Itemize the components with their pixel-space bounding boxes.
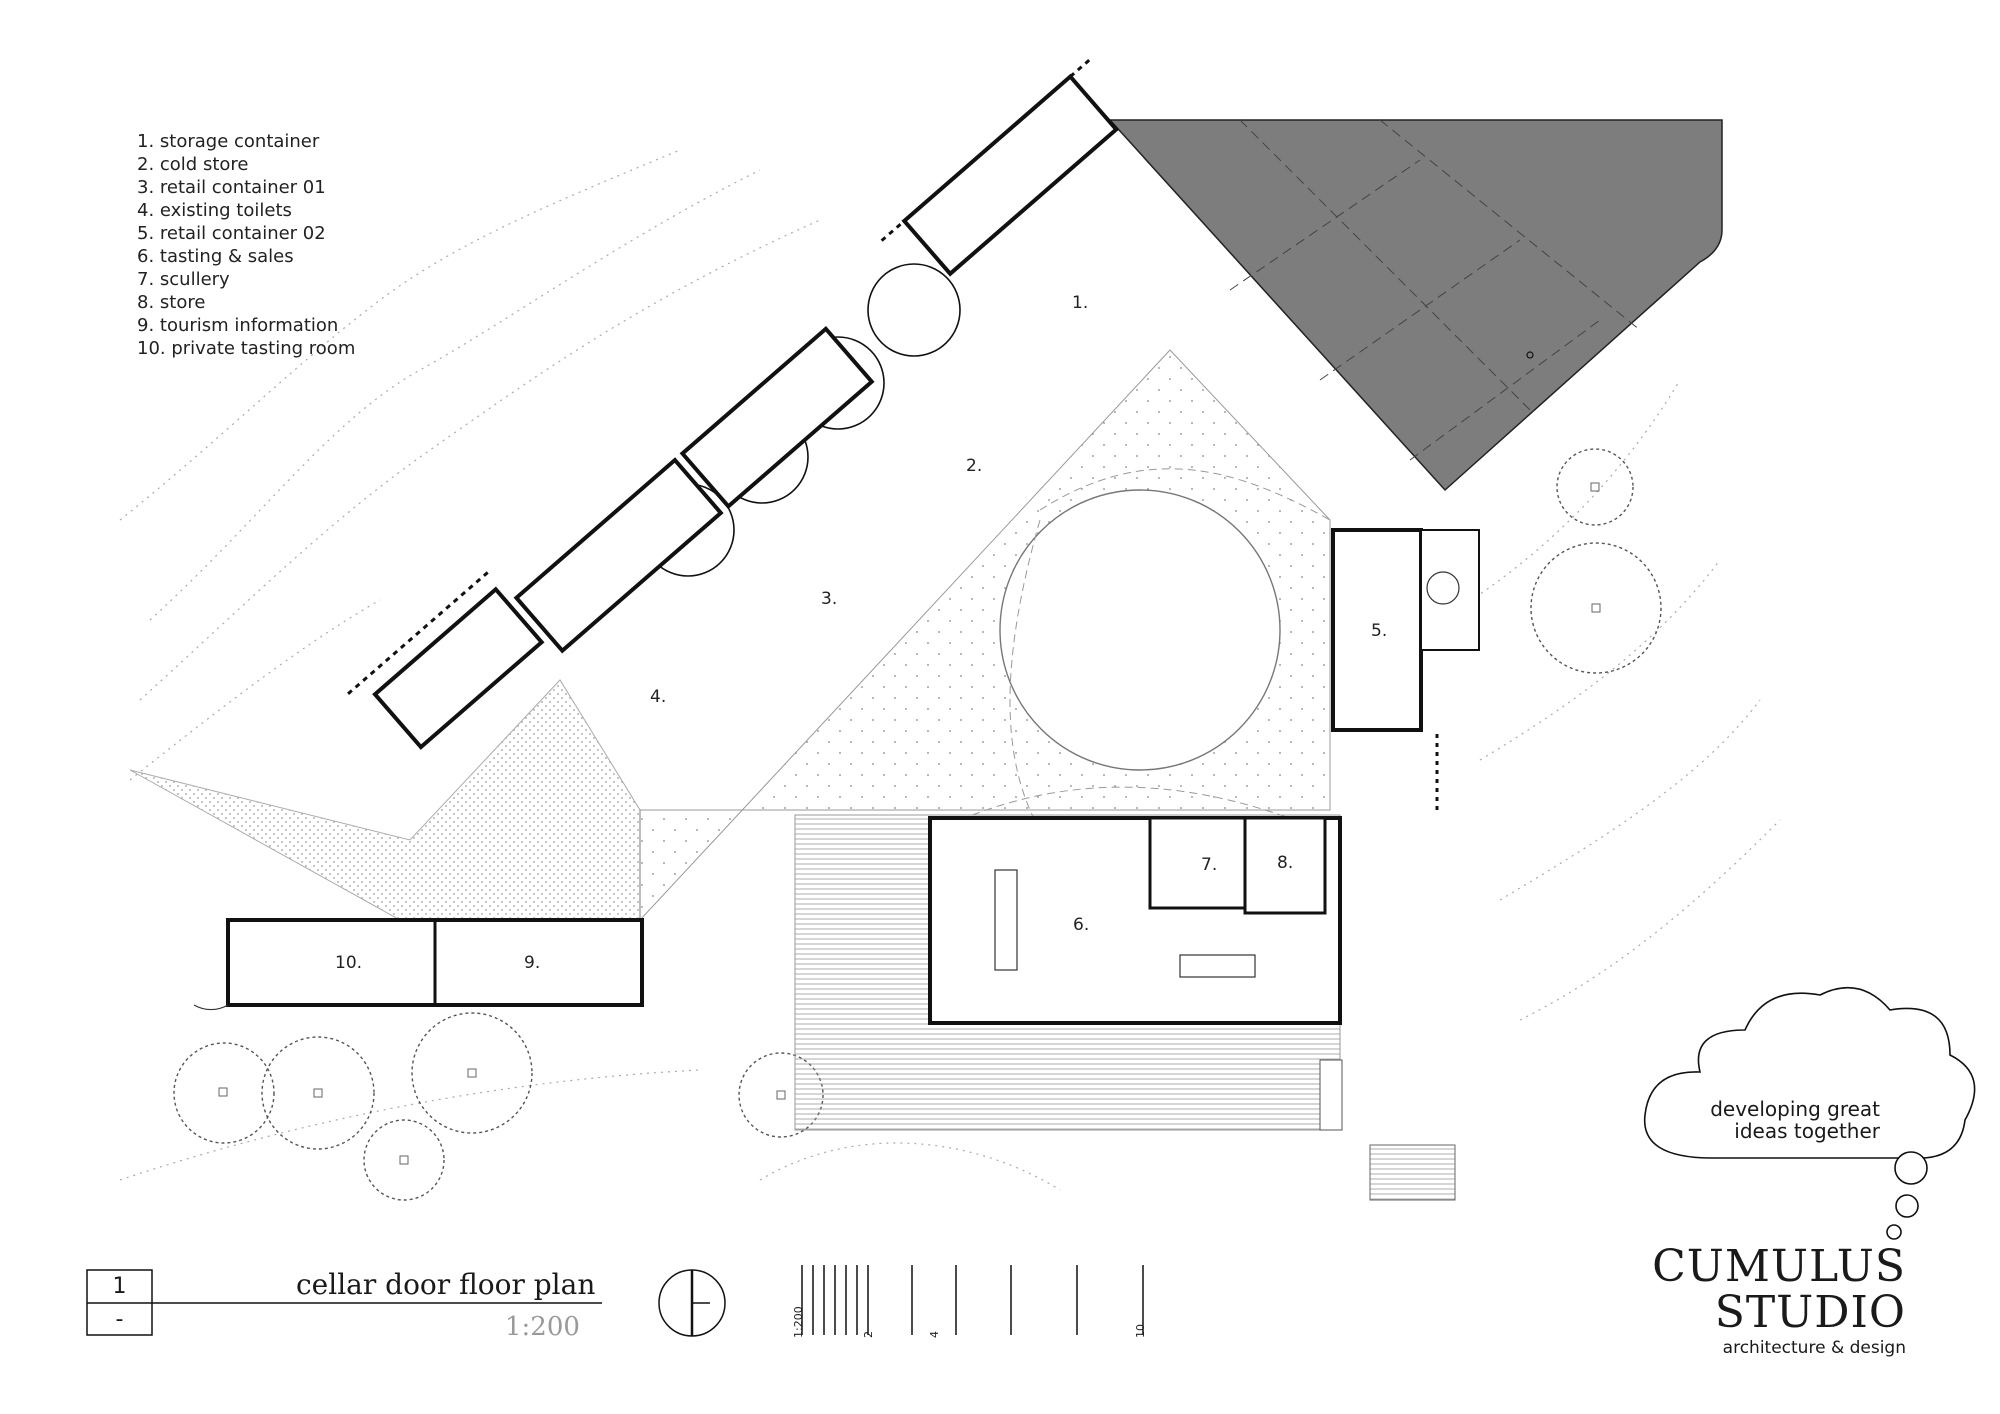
room-5-label: 5. [1371,621,1387,641]
container-5 [1331,528,1480,810]
room-9-label: 9. [524,953,540,973]
legend-item: 6. tasting & sales [137,246,294,267]
north-arrow-icon [658,1269,726,1337]
brand-line-2: STUDIO [1714,1287,1906,1338]
scale-tick-2: 2 [862,1331,875,1338]
existing-building [1108,119,1723,492]
brand-subtitle: architecture & design [1722,1338,1906,1358]
brand-logo: CUMULUS STUDIO architecture & design [1652,1241,1906,1359]
room-10-label: 10. [335,953,362,973]
room-8-label: 8. [1277,853,1293,873]
scale-bar [801,1265,1144,1335]
container-row [347,55,1120,750]
steps [1369,1144,1456,1201]
room-2-label: 2. [966,456,982,476]
room-7-label: 7. [1201,855,1217,875]
legend-item: 3. retail container 01 [137,177,326,198]
scale-tick-10: 10 [1134,1324,1147,1338]
drawing-scale: 1:200 [505,1312,580,1342]
drawing-number: 1 [112,1274,127,1299]
sheet-number: - [115,1307,124,1332]
main-building [794,814,1343,1131]
courtyard-paving [639,349,1331,922]
legend-item: 4. existing toilets [137,200,292,221]
room-4-label: 4. [650,687,666,707]
legend-item: 2. cold store [137,154,249,175]
legend-item: 9. tourism information [137,315,339,336]
drawing-title: cellar door floor plan [296,1268,596,1301]
tree-center-marks [218,482,1601,1165]
room-1-label: 1. [1072,293,1088,313]
tagline-line-1: developing great [1710,1097,1880,1121]
contour-lines [119,149,1781,1191]
scale-tick-4: 4 [928,1331,941,1338]
containers-9-10 [193,918,644,1011]
legend-item: 10. private tasting room [137,338,356,359]
legend-item: 5. retail container 02 [137,223,326,244]
legend-item: 8. store [137,292,206,313]
room-3-label: 3. [821,589,837,609]
scale-bar-ratio: 1:200 [792,1306,805,1338]
tagline-line-2: ideas together [1734,1119,1880,1143]
title-block-frame [86,1269,602,1336]
gravel-path [129,679,641,921]
legend-item: 7. scullery [137,269,230,290]
room-6-label: 6. [1073,915,1089,935]
brand-tagline: developing great ideas together [1700,1098,1880,1142]
brand-line-1: CUMULUS [1652,1241,1906,1292]
cloud-logo [1643,987,1976,1240]
legend-item: 1. storage container [137,131,320,152]
room-labels: 1. 2. 3. 4. 5. 6. 7. 8. 9. 10. [335,293,1387,973]
room-legend: 1. storage container 2. cold store 3. re… [137,130,355,360]
